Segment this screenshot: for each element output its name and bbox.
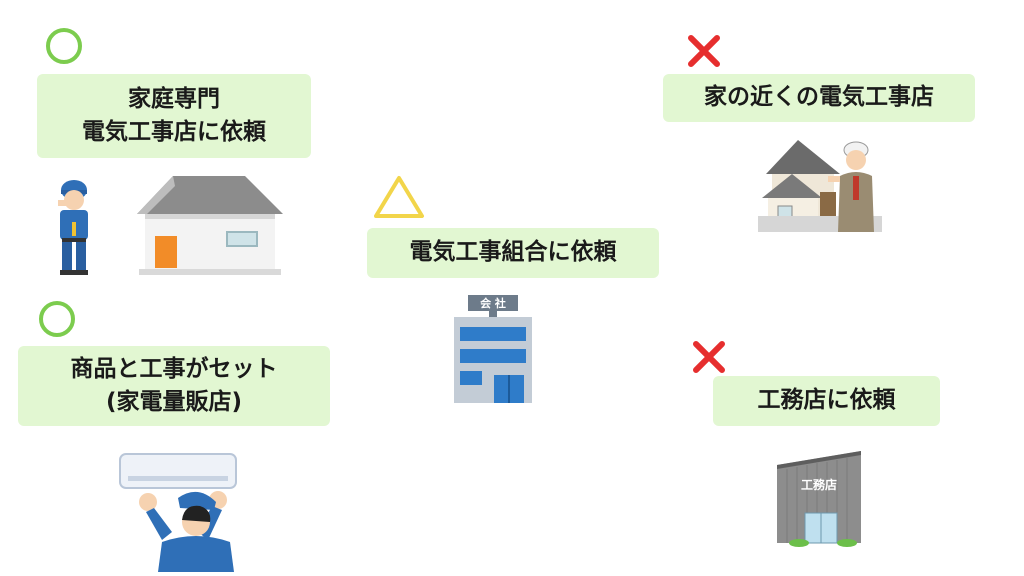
option-label-construction-store: 工務店に依頼 — [713, 376, 940, 426]
house-illustration — [137, 176, 283, 275]
circle-mark-icon — [39, 301, 75, 337]
company-building-illustration: 会 社 — [454, 295, 532, 403]
cross-mark-icon — [693, 341, 725, 373]
option-label-nearby-shop: 家の近くの電気工事店 — [663, 74, 975, 122]
company-sign: 会 社 — [480, 296, 506, 310]
aircon-installer-illustration — [119, 453, 237, 572]
option-label-line: 家の近くの電気工事店 — [704, 84, 934, 111]
option-label-appliance-store: 商品と工事がセット (家電量販店) — [18, 346, 330, 426]
electrician-illustration — [58, 180, 88, 275]
option-label-union: 電気工事組合に依頼 — [367, 228, 659, 278]
option-label-line: 商品と工事がセット — [70, 355, 278, 382]
option-label-line: (家電量販店) — [105, 389, 243, 415]
option-label-line: 家庭専門 — [128, 85, 220, 112]
cross-mark-icon — [688, 35, 720, 67]
circle-mark-icon — [46, 28, 82, 64]
store-sign: 工務店 — [801, 477, 837, 492]
option-label-line: 工務店に依頼 — [757, 387, 896, 414]
option-label-line: 電気工事組合に依頼 — [409, 239, 617, 266]
construction-store-illustration: 工務店 — [777, 451, 861, 547]
local-shop-illustration — [758, 140, 882, 232]
option-label-line: 電気工事店に依頼 — [82, 119, 266, 145]
option-label-home-electrician: 家庭専門 電気工事店に依頼 — [37, 74, 311, 158]
triangle-mark-icon — [374, 176, 424, 218]
